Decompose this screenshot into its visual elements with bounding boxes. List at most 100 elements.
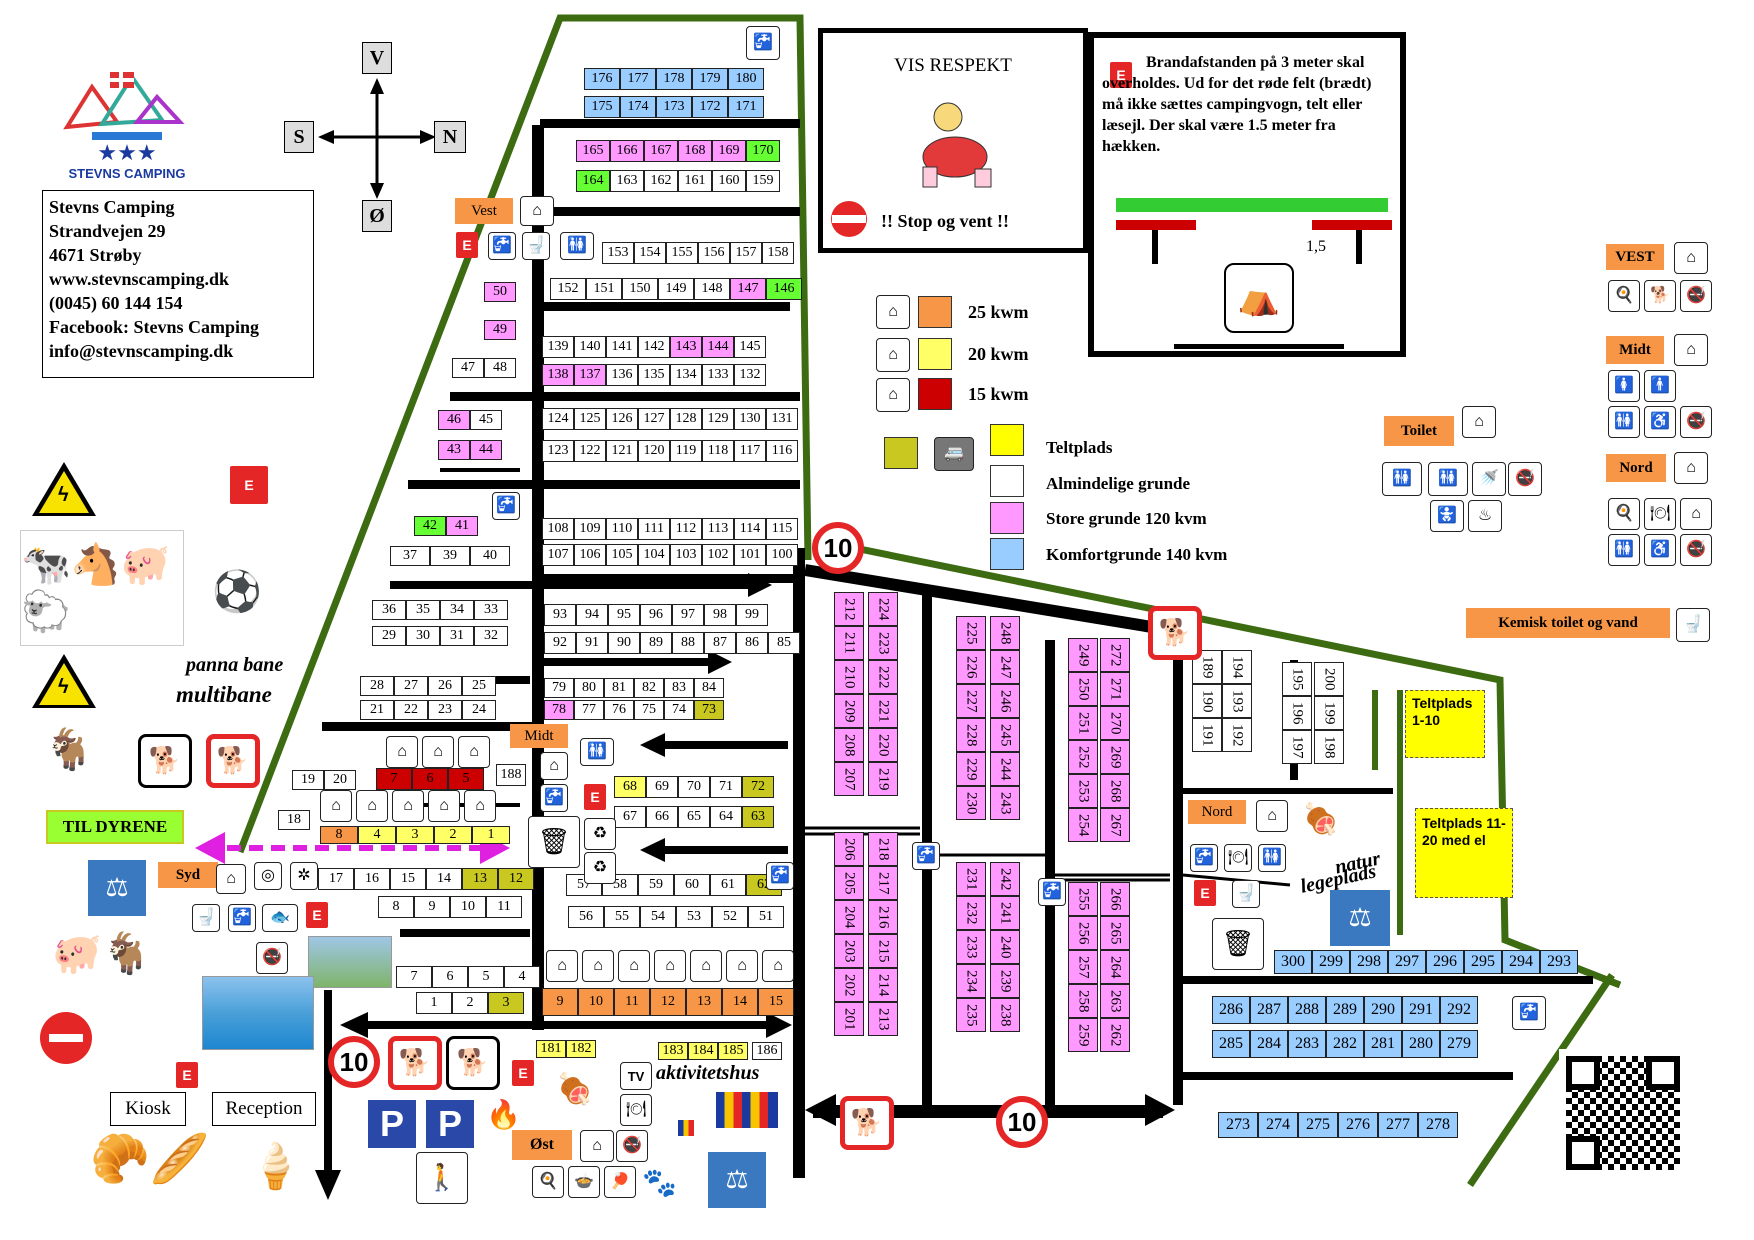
pitch-122: 122 [574, 440, 606, 462]
respect-box: VIS RESPEKT !! Stop og vent !! [818, 28, 1088, 253]
pitch-33: 33 [474, 600, 508, 620]
pitch-77: 77 [574, 700, 604, 720]
pitch-16: 16 [354, 868, 390, 890]
playground-image: ⚖ [1330, 890, 1390, 946]
pitch-15: 15 [390, 868, 426, 890]
pitch-284: 284 [1250, 1030, 1288, 1058]
kitchen-icon: 🍽 [1644, 498, 1676, 530]
animals-image: 🐄🐴🐖🐑 [20, 530, 184, 646]
website-link[interactable]: www.stevnscamping.dk [49, 269, 230, 289]
pitch-85: 85 [768, 632, 800, 654]
pitch-93: 93 [544, 604, 576, 626]
house-icon: ⌂ [580, 1130, 614, 1162]
pitch-67: 67 [614, 806, 646, 828]
no-dogs-sign: 🐕 [388, 1036, 442, 1090]
pitch-251: 251 [1068, 706, 1098, 740]
pitch-168: 168 [678, 140, 712, 162]
pitch-21: 21 [360, 700, 394, 720]
pitch-47: 47 [452, 358, 484, 378]
pitch-145: 145 [734, 336, 766, 358]
red-plank-left [1116, 220, 1196, 230]
pitch-74: 74 [664, 700, 694, 720]
pitch-127: 127 [638, 408, 670, 430]
no-smoking-icon: 🚭 [616, 1130, 648, 1162]
pitch-150: 150 [622, 278, 658, 300]
pitch-117: 117 [734, 440, 766, 462]
pitch-160: 160 [712, 170, 746, 192]
distance-label: 1,5 [1306, 238, 1326, 255]
seesaw-image: ⚖ [88, 860, 146, 916]
electric-warning-icon: ϟ [32, 654, 96, 708]
pitch-128: 128 [670, 408, 702, 430]
pitch-23: 23 [428, 700, 462, 720]
road-h-east-1 [1183, 788, 1393, 794]
road-h-4 [408, 480, 800, 489]
grill-icon: 🍖 [1302, 803, 1340, 836]
pitch-197: 197 [1282, 730, 1312, 764]
kitchen-icon: 🍽 [1224, 844, 1252, 872]
pitch-247: 247 [990, 650, 1020, 684]
chemical-toilet-icon: 🚽 [1676, 608, 1710, 642]
pitch-94: 94 [576, 604, 608, 626]
speed-value: 10 [339, 1046, 369, 1077]
pitch-221: 221 [868, 694, 898, 728]
pitch-190: 190 [1192, 684, 1222, 718]
pitch-250: 250 [1068, 672, 1098, 706]
pitch-239: 239 [990, 964, 1020, 998]
pitch-46: 46 [438, 410, 470, 430]
pitch-54: 54 [640, 906, 676, 928]
pitch-142: 142 [638, 336, 670, 358]
road-h-east-2 [1183, 976, 1593, 984]
pitch-269: 269 [1100, 740, 1130, 774]
pitch-230: 230 [956, 786, 986, 820]
hand-dryer-icon: ♨ [1468, 500, 1502, 532]
pitch-223: 223 [868, 626, 898, 660]
pitch-147: 147 [730, 278, 766, 300]
tap-icon: 🚰 [1190, 844, 1218, 872]
legend-20kwm-swatch [918, 338, 952, 370]
pitch-173: 173 [656, 96, 692, 118]
pitch-176: 176 [584, 68, 620, 90]
pitch-11: 11 [614, 988, 650, 1016]
pitch-126: 126 [606, 408, 638, 430]
tap-icon: 🚰 [912, 842, 940, 870]
plank-leg [1152, 230, 1158, 264]
road-h-3 [450, 392, 800, 401]
pitch-59: 59 [638, 874, 674, 896]
pitch-100: 100 [766, 544, 798, 566]
pitch-26: 26 [428, 676, 462, 696]
pitch-195: 195 [1282, 662, 1312, 696]
reception-button[interactable]: Reception [212, 1092, 316, 1126]
pitch-9: 9 [414, 896, 450, 918]
legend-15kwm: 15 kwm [968, 384, 1029, 404]
pitch-292: 292 [1440, 996, 1478, 1024]
email-link[interactable]: info@stevnscamping.dk [49, 341, 234, 361]
extinguisher-icon: E [456, 232, 478, 258]
pitch-109: 109 [574, 518, 606, 540]
pitch-5: 5 [468, 966, 504, 988]
pitch-113: 113 [702, 518, 734, 540]
goat-image: 🐐 [44, 727, 94, 772]
recycling-icon: ♻ [584, 852, 616, 884]
qr-code[interactable] [1559, 1049, 1687, 1177]
compass-east: N [434, 121, 466, 153]
tap-icon: 🚰 [746, 26, 780, 60]
kiosk-button[interactable]: Kiosk [110, 1092, 186, 1126]
dog-image: 🐾 [642, 1168, 677, 1199]
pitch-193: 193 [1222, 684, 1252, 718]
pitch-120: 120 [638, 440, 670, 462]
legend-15kwm-swatch [918, 378, 952, 410]
pitch-9: 9 [542, 988, 578, 1016]
house-icon: ⌂ [1462, 406, 1496, 438]
area-tag-syd: Syd [158, 862, 218, 888]
pitch-280: 280 [1402, 1030, 1440, 1058]
pitch-121: 121 [606, 440, 638, 462]
campfire-icon: 🔥 [486, 1100, 521, 1131]
no-dogs-sign: 🐕 [1148, 606, 1202, 660]
pitch-155: 155 [666, 242, 698, 264]
football-kid-image: ⚽ [212, 569, 262, 614]
fish-clean-icon: 🐟 [262, 904, 298, 932]
pitch-6: 6 [432, 966, 468, 988]
pitch-273: 273 [1218, 1112, 1258, 1138]
pitch-10: 10 [450, 896, 486, 918]
